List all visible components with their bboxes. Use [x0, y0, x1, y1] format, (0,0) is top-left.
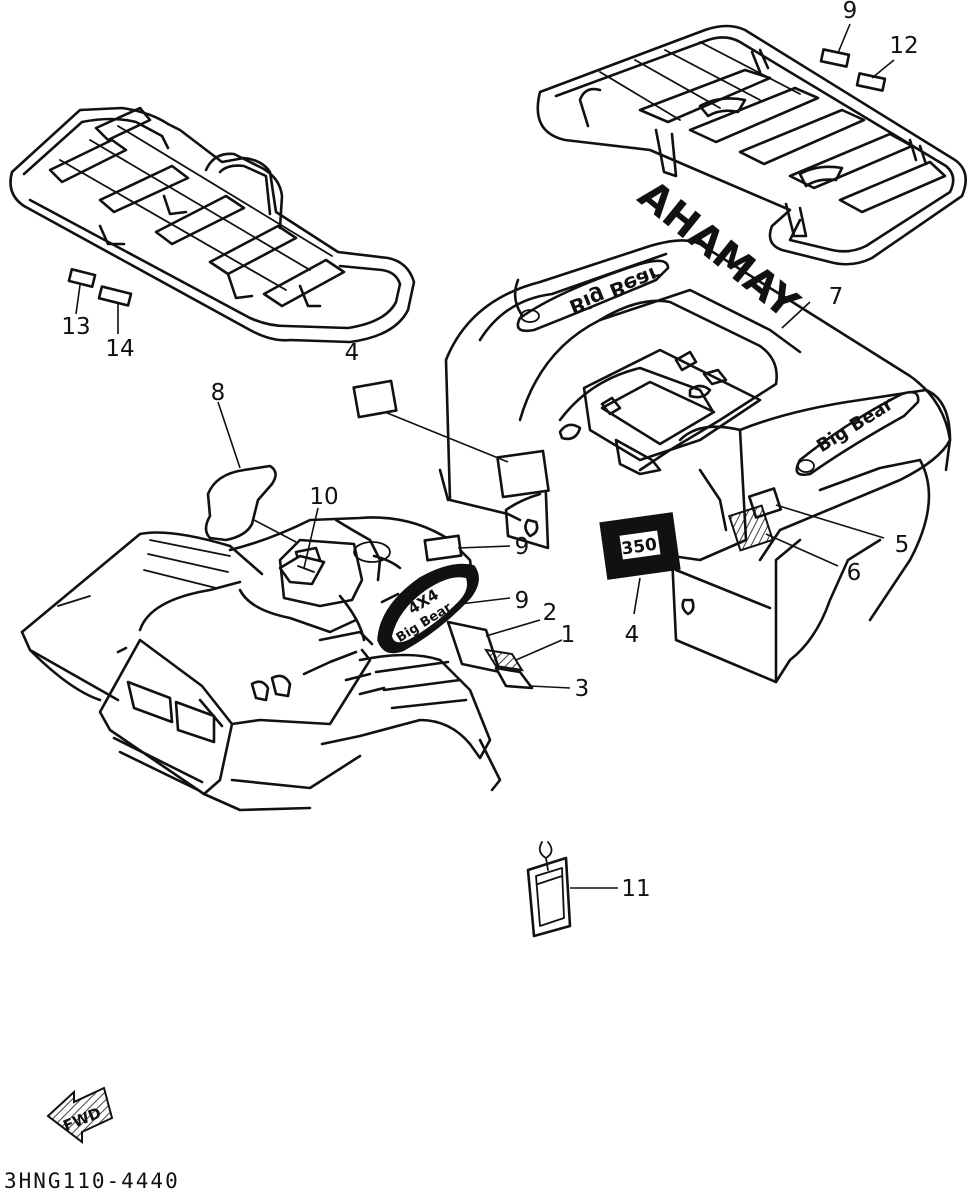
callout-2: 2: [543, 600, 558, 626]
callout-12: 9: [843, 0, 858, 24]
callout-1: 1: [561, 622, 576, 648]
drawing-code: 3HNG110-4440: [4, 1169, 180, 1193]
label-9-upper-plate: [204, 464, 277, 542]
displacement-badge: 350: [599, 512, 681, 580]
label-13-plate: [97, 285, 133, 307]
leader-2: [485, 619, 541, 637]
leader-15: [871, 59, 895, 79]
callout-11: 11: [621, 876, 650, 902]
callout-9-lower: 9: [515, 588, 530, 614]
label-8-plate: [423, 534, 463, 562]
leader-9b: [459, 597, 511, 605]
label-12-plate: [819, 48, 851, 68]
label-2-plate: [446, 620, 502, 674]
callout-5: 5: [895, 532, 910, 558]
hang-tag-11: [526, 841, 572, 938]
label-4-rear-plate: [496, 449, 550, 499]
callout-4-lower: 4: [625, 622, 640, 648]
leader-6: [765, 533, 839, 567]
forward-direction-arrow: FWD: [46, 1086, 114, 1145]
front-carrier-rack: [9, 106, 416, 344]
callout-13: 14: [105, 336, 134, 362]
callout-10: 10: [309, 484, 338, 510]
callout-9-upper: 8: [211, 380, 226, 406]
label-6-plate: [728, 504, 774, 552]
leader-14: [75, 284, 81, 315]
callout-15: 12: [889, 33, 918, 59]
rear-fender: [438, 239, 952, 684]
rear-carrier-rack: [536, 24, 967, 266]
leader-5: [775, 504, 885, 539]
svg-text:350: 350: [620, 535, 658, 560]
label-10-part: [278, 554, 326, 586]
leader-9a-tail: [253, 519, 297, 543]
callout-6: 6: [847, 560, 862, 586]
leader-12: [837, 23, 851, 54]
label-4-front-plate: [352, 379, 398, 419]
leader-1: [515, 639, 563, 661]
callout-14: 13: [61, 314, 90, 340]
label-15-plate: [855, 72, 887, 92]
leader-8: [457, 545, 511, 549]
front-fender: [20, 516, 502, 812]
leader-4b: [633, 577, 641, 615]
leader-7: [781, 301, 811, 329]
label-14-plate: [67, 267, 97, 289]
callout-3: 3: [575, 676, 590, 702]
leader-3: [529, 685, 571, 689]
callout-8: 9: [515, 534, 530, 560]
callout-7: 7: [829, 284, 844, 310]
leader-9a: [217, 401, 241, 469]
callout-4-upper: 4: [345, 340, 360, 366]
front-fender-emblem: 4X4 Big Bear: [377, 563, 479, 654]
leader-10: [303, 507, 319, 569]
label-3-plate: [494, 666, 534, 690]
label-1-plate: [483, 648, 525, 672]
rear-fender-emblem-right: Big Bear: [795, 390, 920, 476]
